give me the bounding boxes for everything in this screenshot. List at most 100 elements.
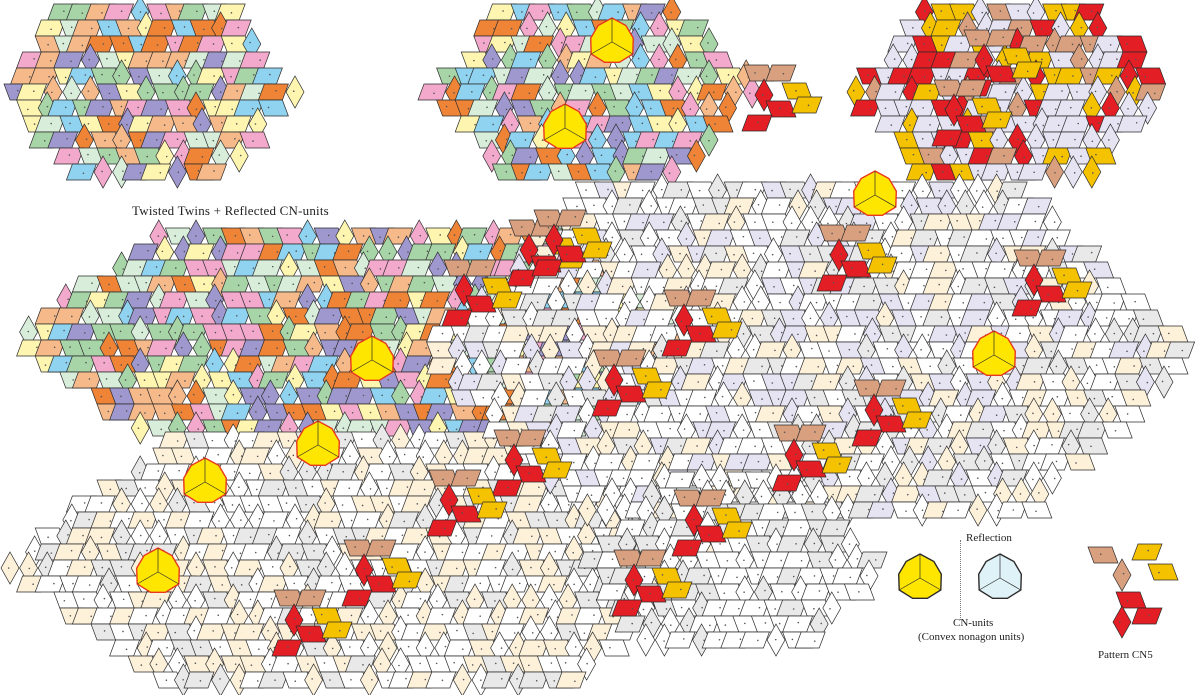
tile-dot xyxy=(455,428,458,431)
tile-dot xyxy=(923,284,925,287)
tile-dot xyxy=(106,57,108,60)
tile-dot xyxy=(109,347,111,349)
tile-dot xyxy=(438,427,441,430)
tile-dot xyxy=(360,438,363,440)
tile-dot xyxy=(1020,236,1023,239)
tile-dot xyxy=(458,349,460,352)
tile-dot xyxy=(649,592,651,595)
tile-dot xyxy=(791,381,793,384)
tile-dot xyxy=(1077,122,1079,125)
tile-dot xyxy=(539,42,541,44)
tile-dot xyxy=(233,265,236,268)
tile-dot xyxy=(778,622,781,625)
tile-dot xyxy=(379,268,382,270)
tile-dot xyxy=(231,299,234,302)
tile-dot xyxy=(197,170,200,172)
tile-dot xyxy=(948,429,950,432)
tile-dot xyxy=(101,170,103,173)
tile-dot xyxy=(703,574,705,577)
tile-dot xyxy=(323,266,326,268)
tile-dot xyxy=(386,487,388,490)
tile-dot xyxy=(938,382,941,384)
tile-dot xyxy=(202,252,205,255)
rhombus-tile xyxy=(1021,501,1053,519)
tile-dot xyxy=(565,380,568,383)
tile-dot xyxy=(940,219,942,222)
tile-dot xyxy=(574,366,577,368)
tile-dot xyxy=(689,140,692,142)
tile-dot xyxy=(686,526,688,529)
tile-dot xyxy=(120,105,123,108)
tile-dot xyxy=(764,622,767,624)
tile-dot xyxy=(792,575,795,578)
tile-dot xyxy=(323,299,326,302)
tile-dot xyxy=(648,460,650,462)
tile-dot xyxy=(947,58,950,61)
tile-dot xyxy=(672,107,675,109)
rhombus-tile xyxy=(140,163,172,181)
tile-dot xyxy=(103,362,105,364)
tile-dot xyxy=(814,270,816,272)
tile-dot xyxy=(940,316,943,318)
tile-dot xyxy=(836,364,839,367)
tile-dot xyxy=(698,478,701,481)
tile-dot xyxy=(214,105,216,108)
tile-dot xyxy=(927,494,930,496)
tile-dot xyxy=(703,237,706,239)
tile-dot xyxy=(308,536,311,538)
tile-dot xyxy=(557,11,559,14)
tile-dot xyxy=(944,204,946,207)
tile-dot xyxy=(690,560,692,563)
tile-dot xyxy=(407,283,410,286)
tile-dot xyxy=(1161,380,1164,383)
tile-dot xyxy=(814,431,816,433)
tile-dot xyxy=(937,414,940,417)
tile-dot xyxy=(972,88,974,91)
tile-dot xyxy=(810,284,812,286)
tile-dot xyxy=(538,486,540,489)
tile-dot xyxy=(906,493,909,496)
tile-dot xyxy=(531,535,533,538)
tile-dot xyxy=(647,237,649,240)
tile-dot xyxy=(754,221,756,223)
tile-dot xyxy=(500,647,503,649)
tile-dot xyxy=(669,558,672,560)
tile-dot xyxy=(920,446,923,448)
tile-dot xyxy=(239,60,241,62)
tile-dot xyxy=(1004,59,1007,61)
tile-dot xyxy=(512,412,515,414)
tile-dot xyxy=(832,493,834,496)
tile-dot xyxy=(326,469,329,472)
tile-dot xyxy=(927,153,930,156)
tile-dot xyxy=(1163,350,1166,352)
tile-dot xyxy=(665,268,668,271)
tile-dot xyxy=(461,512,463,514)
tile-dot xyxy=(81,44,84,47)
tile-dot xyxy=(85,361,87,364)
tile-dot xyxy=(403,378,406,381)
tile-dot xyxy=(725,237,727,239)
tile-dot xyxy=(155,266,158,268)
tile-dot xyxy=(211,363,214,365)
tile-dot xyxy=(475,315,477,318)
tile-dot xyxy=(1144,76,1147,78)
tile-dot xyxy=(848,189,850,191)
tile-dot xyxy=(456,629,458,632)
tile-dot xyxy=(946,460,948,462)
tile-dot xyxy=(809,253,811,255)
tile-dot xyxy=(994,444,997,446)
tile-dot xyxy=(575,518,577,520)
tile-dot xyxy=(1018,203,1020,206)
tile-dot xyxy=(615,139,617,141)
tile-dot xyxy=(311,678,313,680)
tile-dot xyxy=(493,27,495,30)
tile-dot xyxy=(1132,398,1135,401)
tile-dot xyxy=(445,105,448,108)
tile-dot xyxy=(626,413,628,416)
tile-dot xyxy=(1057,124,1060,127)
tile-dot xyxy=(509,233,512,236)
tile-dot xyxy=(126,123,128,126)
tile-dot xyxy=(581,155,584,158)
tile-dot xyxy=(963,494,966,496)
rhombus-tile xyxy=(1063,155,1083,189)
